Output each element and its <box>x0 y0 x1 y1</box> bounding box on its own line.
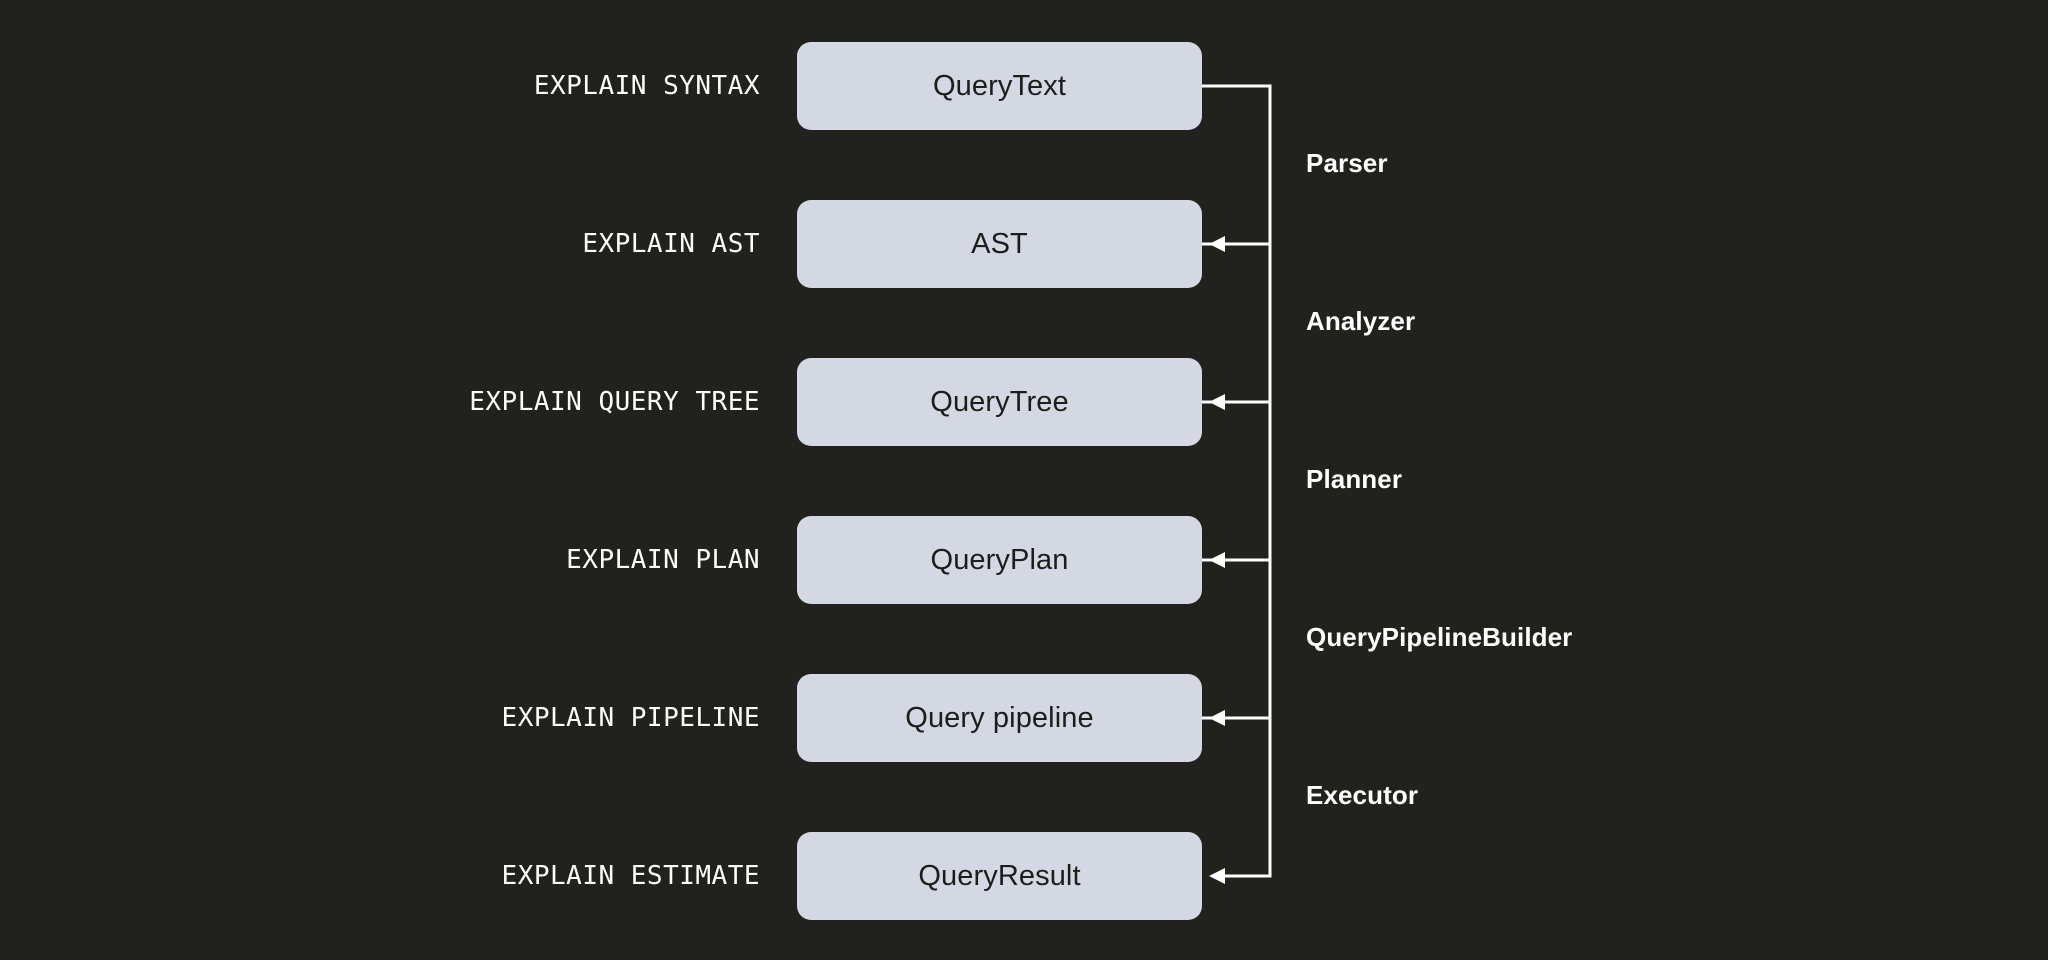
pipeline-row: EXPLAIN QUERY TREE QueryTree <box>0 358 2048 446</box>
explain-command-label: EXPLAIN PIPELINE <box>501 703 760 733</box>
stage-name-label: QueryPipelineBuilder <box>1306 621 1573 652</box>
explain-command-label: EXPLAIN QUERY TREE <box>469 387 760 417</box>
pipeline-node-box: QueryResult <box>797 832 1202 920</box>
pipeline-row: EXPLAIN SYNTAX QueryText <box>0 42 2048 130</box>
explain-command-label: EXPLAIN PLAN <box>566 545 760 575</box>
pipeline-row: EXPLAIN PLAN QueryPlan <box>0 516 2048 604</box>
pipeline-node-box: AST <box>797 200 1202 288</box>
explain-command-label: EXPLAIN AST <box>582 229 760 259</box>
pipeline-row: EXPLAIN PIPELINE Query pipeline <box>0 674 2048 762</box>
stage-name-label: Planner <box>1306 463 1403 494</box>
explain-command-label: EXPLAIN SYNTAX <box>533 71 760 101</box>
pipeline-row: EXPLAIN AST AST <box>0 200 2048 288</box>
pipeline-node-box: QueryTree <box>797 358 1202 446</box>
stage-name-label: Executor <box>1306 779 1419 810</box>
stage-name-label: Analyzer <box>1306 305 1416 336</box>
pipeline-node-box: QueryPlan <box>797 516 1202 604</box>
pipeline-node-box: Query pipeline <box>797 674 1202 762</box>
stage-name-label: Parser <box>1306 147 1388 178</box>
explain-command-label: EXPLAIN ESTIMATE <box>501 861 760 891</box>
pipeline-node-box: QueryText <box>797 42 1202 130</box>
pipeline-row: EXPLAIN ESTIMATE QueryResult <box>0 832 2048 920</box>
